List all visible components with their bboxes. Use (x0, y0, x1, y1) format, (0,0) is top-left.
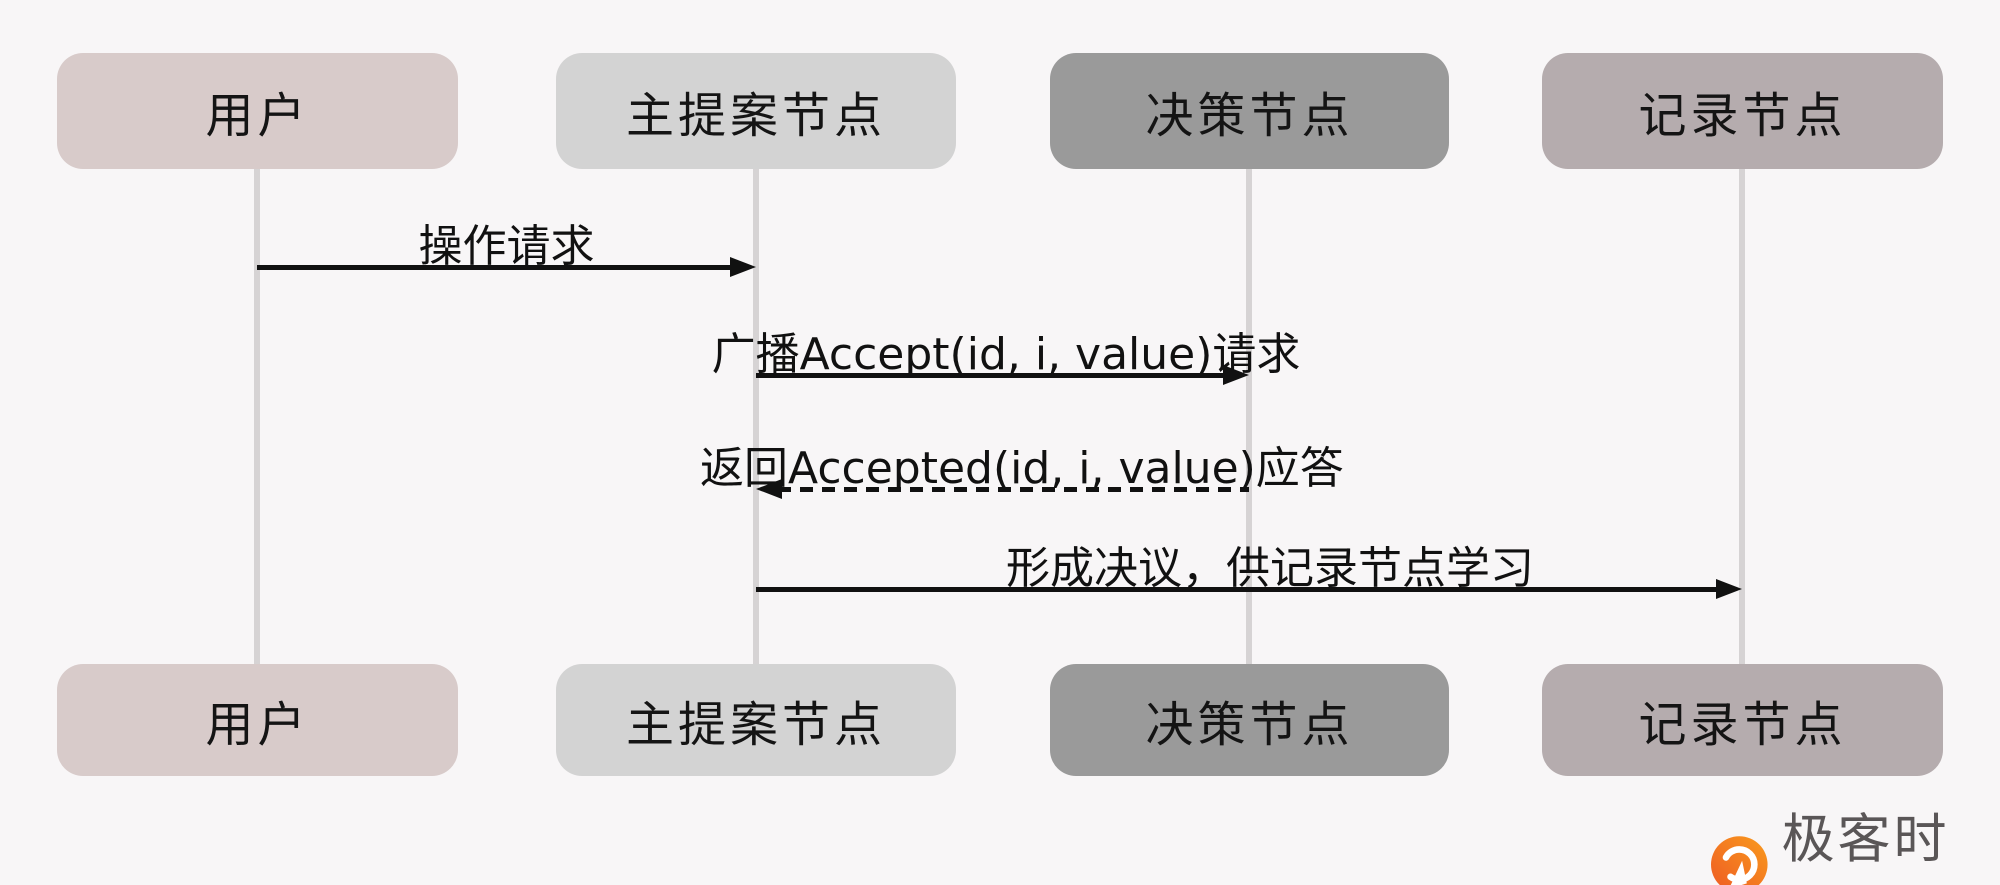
actor-box-acceptor-top: 决策节点 (1050, 53, 1449, 169)
actor-label: 决策节点 (1145, 88, 1354, 144)
arrow-head-right-icon (730, 257, 756, 277)
actor-box-acceptor-bottom: 决策节点 (1050, 664, 1449, 776)
arrow-line (257, 265, 734, 270)
arrow-head-right-icon (1223, 365, 1249, 385)
geektime-logo-icon (1711, 836, 1768, 885)
message-label-form-resolution: 形成决议，供记录节点学习 (1006, 543, 1534, 594)
message-label-return-accepted: 返回Accepted(id, i, value)应答 (700, 443, 1344, 494)
actor-box-user-top: 用户 (57, 53, 458, 169)
arrow-line (756, 587, 1720, 592)
lifeline-acceptor (1246, 169, 1252, 664)
message-arrow-broadcast-accept (756, 365, 1249, 385)
actor-box-proposer-top: 主提案节点 (556, 53, 956, 169)
message-arrow-return-accepted (756, 479, 1249, 499)
lifeline-learner (1739, 169, 1745, 664)
actor-label: 用户 (205, 88, 310, 144)
actor-box-user-bottom: 用户 (57, 664, 458, 776)
actor-label: 主提案节点 (625, 88, 886, 144)
geektime-logo: 极客时间 (1711, 797, 2000, 885)
actor-label: 记录节点 (1638, 88, 1847, 144)
actor-box-proposer-bottom: 主提案节点 (556, 664, 956, 776)
actor-label: 决策节点 (1145, 697, 1354, 753)
message-arrow-operation-request (257, 257, 756, 277)
lifeline-user (254, 169, 260, 664)
arrow-head-left-icon (756, 479, 782, 499)
lifeline-proposer (753, 169, 759, 664)
arrow-head-right-icon (1716, 579, 1742, 599)
actor-label: 记录节点 (1638, 697, 1847, 753)
message-label-broadcast-accept: 广播Accept(id, i, value)请求 (711, 329, 1301, 380)
actor-box-learner-bottom: 记录节点 (1542, 664, 1943, 776)
actor-label: 主提案节点 (625, 697, 886, 753)
message-arrow-form-resolution (756, 579, 1742, 599)
geektime-logo-text: 极客时间 (1781, 809, 1950, 870)
actor-label: 用户 (205, 697, 310, 753)
actor-box-learner-top: 记录节点 (1542, 53, 1943, 169)
message-label-operation-request: 操作请求 (418, 221, 595, 272)
arrow-line (756, 373, 1227, 378)
arrow-line-dashed (778, 487, 1249, 492)
